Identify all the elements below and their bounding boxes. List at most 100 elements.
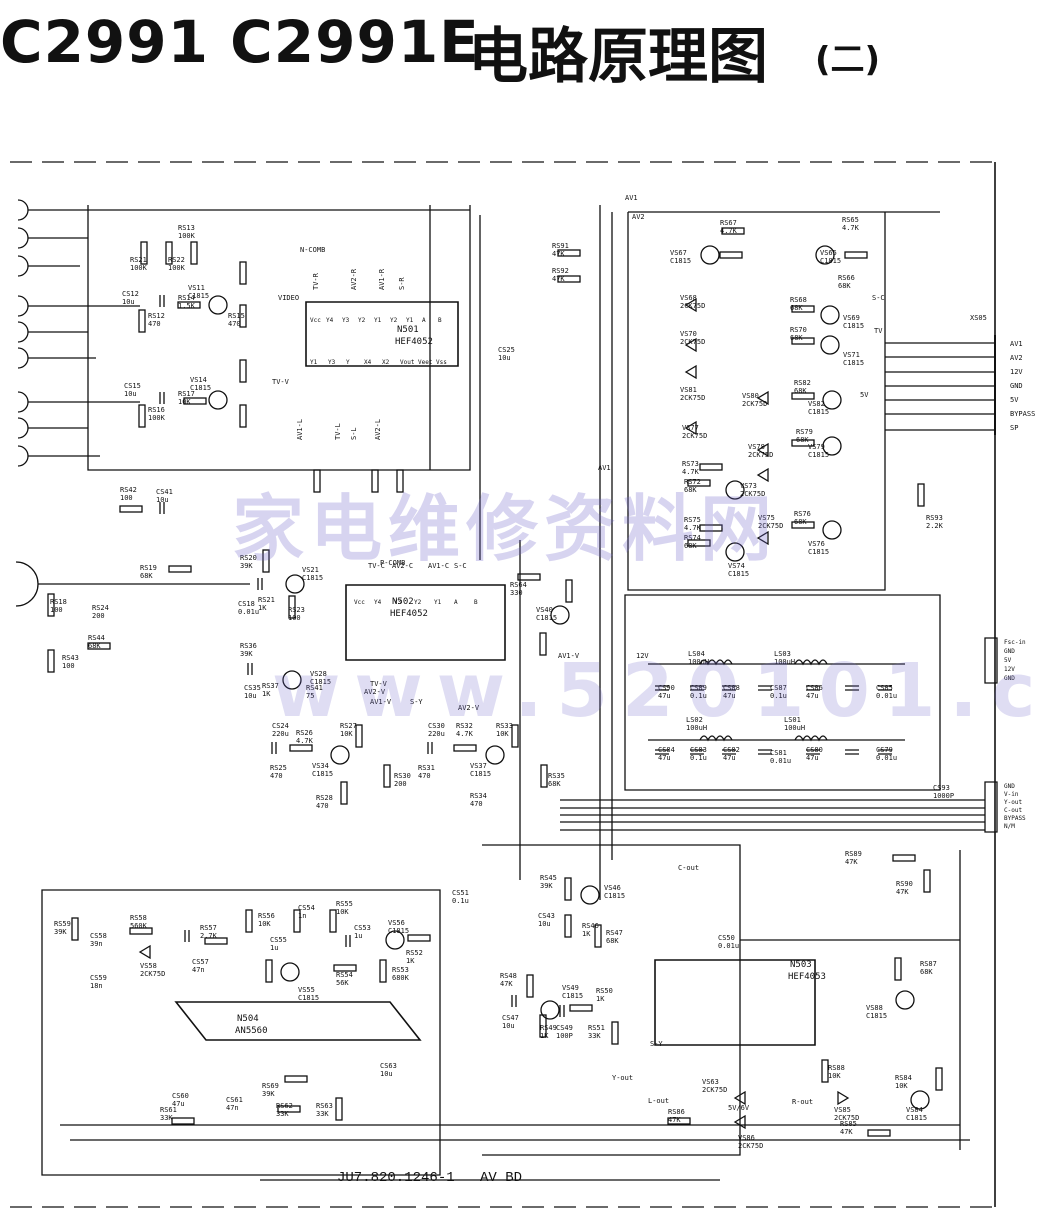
component-value-rs56-41: 10K — [258, 920, 271, 928]
connector-low-pin: Y-out — [1004, 799, 1022, 806]
schematic-title: C2991 C2991E 电路原理图 (二) — [0, 8, 1039, 92]
component-ref-vs70-128: VS70 — [680, 330, 697, 338]
component-value-rs32-20: 4.7K — [456, 730, 474, 738]
n501-pin-bottom: Y3 — [328, 359, 336, 366]
connector-mid-pin: 5V — [1004, 657, 1012, 664]
n501-pin-top: Y1 — [406, 317, 414, 324]
connector-low-pin: GND — [1004, 783, 1015, 790]
component-ref-rs87-65: RS87 — [920, 960, 937, 968]
component-value-vs14-112: C1815 — [190, 384, 211, 392]
component-value-rs35-23: 68K — [548, 780, 561, 788]
component-value-cs84-99: 47u — [658, 754, 671, 762]
component-ref-cs25-76: CS25 — [498, 346, 515, 354]
component-ref-rs32-20: RS32 — [456, 722, 473, 730]
component-value-rs48-33: 47K — [500, 980, 513, 988]
input-jacks — [15, 199, 470, 607]
component-value-rs31-19: 470 — [418, 772, 431, 780]
component-ref-rs47-32: RS47 — [606, 929, 623, 937]
component-ref-rs24-13: RS24 — [92, 604, 109, 612]
connector-low-pin: C-out — [1004, 807, 1022, 814]
component-ref-vs67-125: VS67 — [670, 249, 687, 257]
component-ref-rs91-69: RS91 — [552, 242, 569, 250]
title-suffix: (二) — [815, 40, 881, 80]
component-ref-rs82-61: RS82 — [794, 379, 811, 387]
component-value-vs34-115: C1815 — [312, 770, 333, 778]
component-ref-rs58-43: RS58 — [130, 914, 147, 922]
component-value-cs88-103: 47u — [723, 692, 736, 700]
n501-pin-top: Y4 — [326, 317, 334, 324]
sync-sep-block — [41, 889, 441, 1176]
connector-mid-pin: 12V — [1004, 666, 1015, 673]
component-value-cs93-106: 1000P — [933, 792, 954, 800]
net-label-11: P-COMB — [380, 559, 405, 567]
ic-part-n501: HEF4052 — [395, 337, 433, 347]
component-value-rs20-10: 39K — [240, 562, 253, 570]
component-value-rs53-38: 680K — [392, 974, 410, 982]
net-label-5: S-Y — [650, 1040, 663, 1048]
component-value-rs49-34: 1K — [540, 1032, 549, 1040]
component-ref-rs54-39: RS54 — [336, 971, 353, 979]
component-ref-vs86-142: VS86 — [738, 1134, 755, 1142]
n501-pin-bottom: Veet — [418, 359, 433, 366]
component-ref-rs36-24: RS36 — [240, 642, 257, 650]
net-label-17: AV1-V — [558, 652, 580, 660]
component-ref-rs45-30: RS45 — [540, 874, 557, 882]
component-ref-rs79-60: RS79 — [796, 428, 813, 436]
component-value-vs85-141: 2CK75D — [834, 1114, 859, 1122]
diode-symbols — [138, 297, 850, 1130]
component-value-cs83-98: 0.1u — [690, 754, 707, 762]
component-ref-rs51-36: RS51 — [588, 1024, 605, 1032]
component-ref-vs77-134: VS77 — [682, 424, 699, 432]
component-value-rs55-40: 10K — [336, 908, 349, 916]
component-ref-rs27-16: RS27 — [340, 722, 357, 730]
component-value-cs80-95: 47u — [806, 754, 819, 762]
component-value-cs24-75: 220u — [272, 730, 289, 738]
component-ref-rs18-8: RS18 — [50, 598, 67, 606]
n502-net: TV-V — [370, 680, 388, 688]
component-value-vs73-130: 2CK75D — [740, 490, 765, 498]
component-ref-cs61-92: CS61 — [226, 1096, 243, 1104]
component-value-vs46-118: C1815 — [604, 892, 625, 900]
title-chinese: 电路原理图 — [468, 22, 768, 92]
power-rails — [648, 663, 905, 741]
component-ref-cs41-79: CS41 — [156, 488, 173, 496]
component-value-cs35-78: 10u — [244, 692, 257, 700]
component-value-rs70-54: 68K — [790, 334, 803, 342]
component-value-rs61-45: 33K — [160, 1114, 173, 1122]
ic-ref-n502: N502 — [392, 597, 414, 607]
n501-net: AV1-L — [296, 419, 304, 440]
component-value-vs80-137: 2CK75D — [742, 400, 767, 408]
connector-xs05-pin: BYPASS — [1010, 410, 1035, 418]
component-ref-rs93-71: RS93 — [926, 514, 943, 522]
connector-xs05-pin: AV1 — [1010, 340, 1023, 348]
ic-ref-n504: N504 — [237, 1014, 259, 1024]
component-ref-rs21-11: RS21 — [258, 596, 275, 604]
component-value-cs87-102: 0.1u — [770, 692, 787, 700]
n501-net: AV2-R — [350, 268, 358, 290]
component-value-rs18-8: 100 — [50, 606, 63, 614]
n502-pin-top: Y4 — [374, 599, 382, 606]
component-ref-cs87-102: CS87 — [770, 684, 787, 692]
component-value-rs52-37: 1K — [406, 957, 415, 965]
n501-net: S-R — [398, 277, 406, 290]
component-value-rs50-35: 1K — [596, 995, 605, 1003]
component-ref-rs37-25: RS37 — [262, 682, 279, 690]
net-label-3: C-out — [678, 864, 699, 872]
n501-pin-bottom: Y — [346, 359, 350, 366]
component-ref-cs89-104: CS89 — [690, 684, 707, 692]
component-value-cs43-80: 10u — [538, 920, 551, 928]
component-ref-vs73-130: VS73 — [740, 482, 757, 490]
component-value-rs43-28: 100 — [62, 662, 75, 670]
component-ref-rs13-2: RS13 — [178, 224, 195, 232]
component-ref-vs69-127: VS69 — [843, 314, 860, 322]
component-value-rs87-65: 68K — [920, 968, 933, 976]
component-value-rs27-16: 10K — [340, 730, 353, 738]
connector-low-pin: V-in — [1004, 791, 1019, 798]
component-value-cs59-90: 18n — [90, 982, 103, 990]
component-ref-cs43-80: CS43 — [538, 912, 555, 920]
component-value-rs93-71: 2.2K — [926, 522, 944, 530]
component-ref-cs57-88: CS57 — [192, 958, 209, 966]
component-ref-rs64-48: RS64 — [510, 581, 527, 589]
component-ref-rs26-15: RS26 — [296, 729, 313, 737]
component-ref-vs55-120: VS55 — [298, 986, 315, 994]
